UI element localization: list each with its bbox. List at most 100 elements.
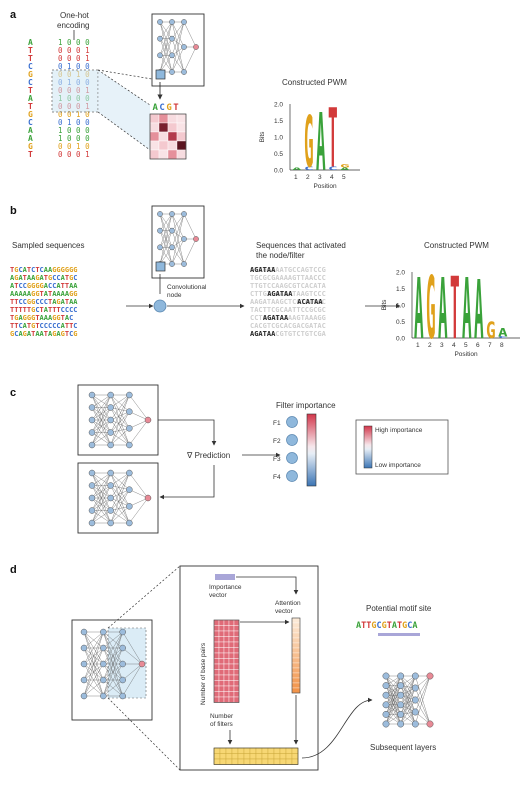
network-node xyxy=(107,404,114,411)
y-tick: 1.5 xyxy=(396,286,405,293)
feature-cell xyxy=(218,641,225,648)
y-tick: 0.5 xyxy=(274,151,283,158)
output-cell xyxy=(285,753,293,760)
attention-cell xyxy=(291,642,301,649)
feature-cell xyxy=(233,691,240,698)
importance-vector-l2: vector xyxy=(209,592,228,599)
importance-bar xyxy=(306,413,317,487)
weight-cell xyxy=(149,122,160,133)
feature-cell xyxy=(233,647,240,654)
filter-label: F1 xyxy=(273,420,281,427)
attention-cell xyxy=(291,687,301,694)
network-node xyxy=(88,482,96,489)
network-node xyxy=(88,441,96,449)
logo-letter: G xyxy=(340,163,350,168)
logo-letter: T xyxy=(328,92,338,186)
output-cell xyxy=(249,747,257,754)
logo-letter: T xyxy=(450,259,460,359)
feature-cell xyxy=(213,696,220,703)
weight-cell xyxy=(167,140,178,151)
logo-letter: A xyxy=(340,167,350,171)
x-tick: 1 xyxy=(416,342,420,349)
feature-cell xyxy=(223,691,230,698)
network-node xyxy=(181,211,187,217)
y-tick: 1.0 xyxy=(274,135,283,142)
nucleotide: G xyxy=(28,110,33,119)
network-node xyxy=(169,35,175,42)
filter-label: F3 xyxy=(273,456,281,463)
output-node xyxy=(144,494,152,502)
onehot-title-l2: encoding xyxy=(57,21,89,30)
weight-cell xyxy=(176,149,187,160)
panel-c-network-1 xyxy=(88,391,152,449)
x-tick: 3 xyxy=(440,342,444,349)
feature-cell xyxy=(223,680,230,687)
output-cell xyxy=(243,758,251,765)
feature-cell xyxy=(213,619,220,626)
network-node xyxy=(397,710,405,718)
feature-cell xyxy=(223,636,230,643)
feature-cell xyxy=(233,641,240,648)
weight-cell xyxy=(158,122,169,133)
network-node xyxy=(107,429,114,436)
feature-cell xyxy=(213,669,220,676)
network-node xyxy=(80,692,88,700)
network-node xyxy=(107,494,114,502)
output-cell xyxy=(213,747,221,754)
sampled-sequence: ATCCGGGGACCATTAA xyxy=(10,282,78,290)
feature-cell xyxy=(228,636,235,643)
network-node xyxy=(88,469,96,477)
sampled-sequence: TGAGGGTAAAGGTAC xyxy=(10,314,73,322)
logo-letter: A xyxy=(438,262,448,359)
subsequent-network xyxy=(382,672,434,728)
network-node xyxy=(88,416,96,424)
nucleotide: C xyxy=(28,78,33,87)
x-tick: 6 xyxy=(476,342,480,349)
panel-d-letter: d xyxy=(10,564,17,576)
network-node xyxy=(80,644,88,652)
attention-cell xyxy=(291,652,301,659)
output-cell xyxy=(219,747,227,754)
output-cell xyxy=(279,753,287,760)
network-node xyxy=(100,660,107,668)
network-node xyxy=(181,236,187,242)
output-cell xyxy=(219,753,227,760)
filter-weight-matrix xyxy=(149,113,187,160)
onehot-row: 1 0 0 0 xyxy=(58,126,90,135)
filter-importance-title: Filter importance xyxy=(276,401,336,410)
logo-letter: A xyxy=(414,262,424,359)
pwm-b-title: Constructed PWM xyxy=(424,241,489,250)
prediction-label: ∇ Prediction xyxy=(186,451,230,460)
weight-cell xyxy=(167,131,178,142)
output-cell xyxy=(261,753,269,760)
feature-cell xyxy=(218,663,225,670)
onehot-row: 0 1 0 0 xyxy=(58,118,90,127)
feature-cell xyxy=(218,652,225,659)
feature-cell xyxy=(218,691,225,698)
network-node xyxy=(157,227,163,234)
output-cell xyxy=(219,758,227,765)
panel-c-network-2 xyxy=(88,469,152,527)
y-tick: 1.5 xyxy=(274,118,283,125)
num-filters-l1: Number xyxy=(210,713,234,720)
activated-title-l2: the node/filter xyxy=(256,251,305,260)
attention-cell xyxy=(291,617,301,624)
output-cell xyxy=(237,758,245,765)
network-node xyxy=(397,672,405,680)
network-node xyxy=(107,441,114,449)
nucleotide: C xyxy=(28,118,33,127)
network-node xyxy=(119,628,126,636)
feature-cell xyxy=(223,630,230,637)
logo-letter: C xyxy=(328,166,338,171)
feature-cell xyxy=(213,647,220,654)
output-cell xyxy=(255,758,263,765)
x-axis-label: Position xyxy=(313,183,337,190)
output-cell xyxy=(279,758,287,765)
activated-motif: AGATAA xyxy=(267,290,293,298)
feature-cell xyxy=(233,619,240,626)
sampled-sequence: TTCATGTCCCCCATTC xyxy=(10,322,78,330)
nucleotide: T xyxy=(28,86,33,95)
sampled-sequence: GCAGATAATAGAGTCG xyxy=(10,330,78,338)
